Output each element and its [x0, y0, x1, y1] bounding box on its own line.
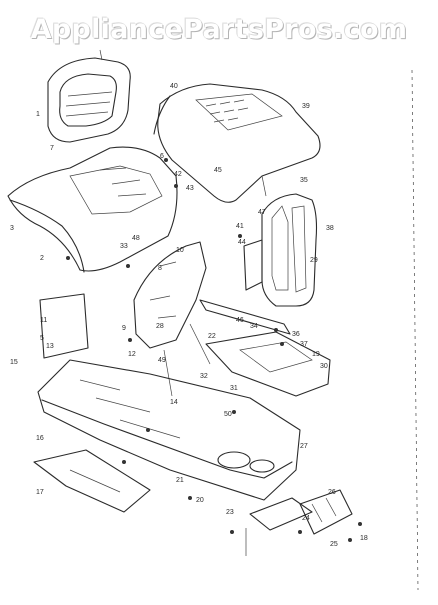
part-number-callouts: 1235678910111213141516171819202122232425… [10, 83, 368, 548]
fender-part [7, 146, 178, 273]
part-number-label: 28 [156, 323, 164, 330]
part-number-label: 16 [36, 435, 44, 442]
part-number-label: 1 [36, 111, 40, 118]
part-number-label: 39 [302, 103, 310, 110]
part-number-label: 7 [50, 145, 54, 152]
hood-part [153, 83, 321, 203]
part-number-label: 50 [224, 411, 232, 418]
part-number-label: 29 [310, 257, 318, 264]
steering-support-part [133, 241, 291, 397]
part-number-label: 14 [170, 399, 178, 406]
part-number-label: 5 [40, 335, 44, 342]
part-number-label: 25 [330, 541, 338, 548]
side-bracket-part [39, 293, 89, 359]
dash-panel-part [243, 193, 318, 307]
part-number-label: 33 [120, 243, 128, 250]
rear-hitch-part [245, 489, 353, 556]
part-number-label: 8 [158, 265, 162, 272]
part-number-label: 41 [236, 223, 244, 230]
part-number-label: 17 [36, 489, 44, 496]
part-number-label: 26 [328, 489, 336, 496]
part-number-label: 31 [230, 385, 238, 392]
part-number-label: 9 [122, 325, 126, 332]
part-number-label: 45 [214, 167, 222, 174]
part-number-label: 36 [292, 331, 300, 338]
part-number-label: 27 [300, 443, 308, 450]
seat-part [47, 49, 131, 143]
part-number-label: 23 [226, 509, 234, 516]
lower-pan-part [33, 449, 151, 513]
footrest-plate-part [205, 331, 331, 397]
hardware-dots [66, 158, 362, 542]
part-number-label: 37 [300, 341, 308, 348]
part-number-label: 12 [128, 351, 136, 358]
part-number-label: 42 [174, 171, 182, 178]
part-number-label: 10 [176, 247, 184, 254]
part-number-label: 19 [312, 351, 320, 358]
part-number-label: 22 [208, 333, 216, 340]
part-number-label: 44 [238, 239, 246, 246]
part-number-label: 46 [236, 317, 244, 324]
watermark: AppliancePartsPros.com [30, 14, 408, 45]
part-number-label: 30 [320, 363, 328, 370]
part-number-label: 34 [250, 323, 258, 330]
part-number-label: 3 [10, 225, 14, 232]
chassis-frame-part [37, 359, 301, 501]
part-number-label: 43 [186, 185, 194, 192]
part-number-label: 21 [176, 477, 184, 484]
part-number-label: 15 [10, 359, 18, 366]
part-number-label: 40 [170, 83, 178, 90]
part-number-label: 11 [40, 317, 47, 324]
part-number-label: 13 [46, 343, 54, 350]
part-number-label: 2 [40, 255, 44, 262]
part-number-label: 32 [200, 373, 208, 380]
part-number-label: 6 [160, 153, 164, 160]
part-number-label: 49 [158, 357, 166, 364]
page-edge-line [411, 69, 419, 591]
part-number-label: 18 [360, 535, 368, 542]
part-number-label: 20 [196, 497, 204, 504]
part-number-label: 24 [302, 515, 310, 522]
part-number-label: 38 [326, 225, 334, 232]
part-number-label: 48 [132, 235, 140, 242]
part-number-label: 47 [258, 209, 266, 216]
part-number-label: 35 [300, 177, 308, 184]
